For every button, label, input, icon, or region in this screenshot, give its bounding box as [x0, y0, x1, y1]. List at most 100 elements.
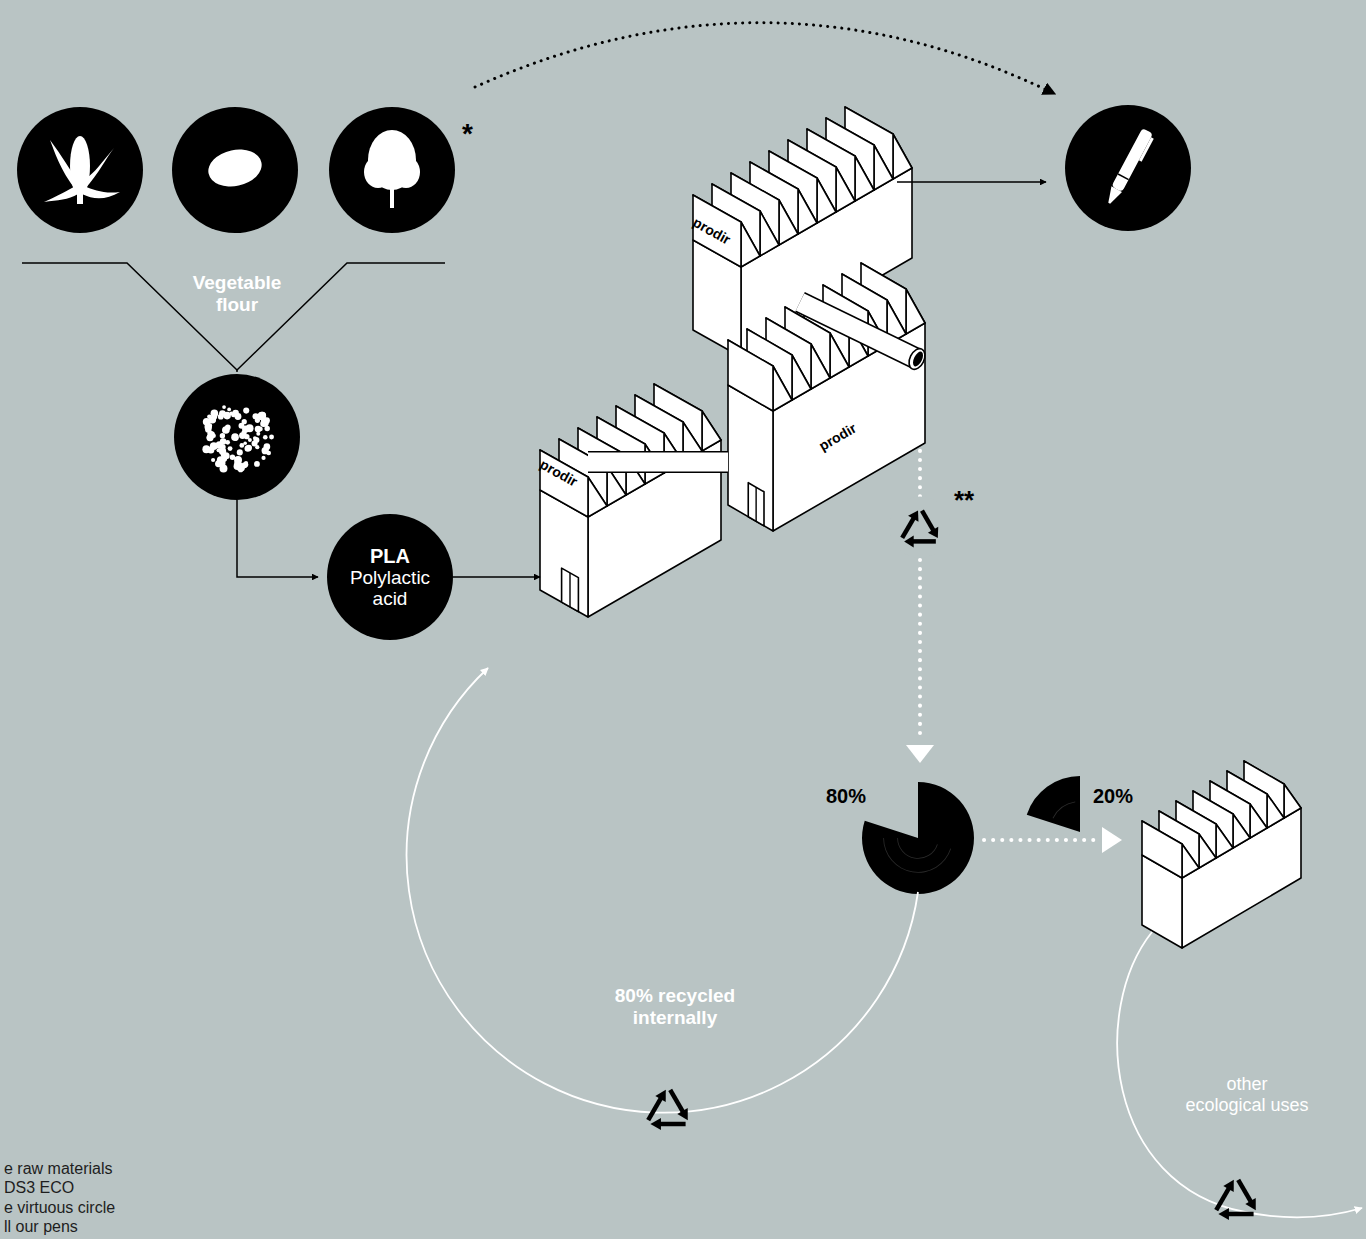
recycle-arrow — [911, 539, 936, 544]
factory-face — [741, 222, 760, 267]
recycle-symbol — [648, 1090, 688, 1130]
factory-face — [906, 289, 925, 334]
factory-name: prodir — [537, 456, 580, 490]
factory-label-area: prodir — [540, 440, 588, 617]
arrow-head — [906, 745, 934, 763]
factory-face — [830, 333, 849, 378]
bracket-line — [236, 370, 238, 372]
factory-face — [773, 366, 792, 411]
recycle-head — [677, 1108, 687, 1120]
factory-face — [588, 477, 607, 517]
bracket-line — [22, 263, 445, 370]
recycle-arrow — [648, 1097, 662, 1121]
pie-ring — [883, 838, 951, 873]
granules — [202, 405, 274, 472]
factory-face — [1142, 821, 1182, 878]
recycle-arrow — [658, 1122, 685, 1127]
dotted-arrow — [475, 23, 1055, 94]
text-label: other ecological uses — [1185, 1074, 1309, 1115]
source-circle — [329, 107, 455, 233]
text-label: * — [462, 118, 492, 150]
recycle-head — [904, 535, 914, 547]
recycle-head — [928, 527, 938, 538]
corn-icon — [44, 136, 120, 204]
node-body: Polylactic acid — [340, 567, 440, 610]
factory-face — [811, 344, 830, 389]
factory-face — [760, 211, 779, 256]
flow-line — [897, 181, 1046, 183]
tree-icon — [364, 130, 420, 208]
recycle-arrow — [902, 517, 914, 538]
recycle-head — [1218, 1208, 1229, 1220]
text-label: ** — [954, 486, 998, 516]
text-label: ll our pens — [4, 1218, 184, 1236]
recycle-loop — [407, 668, 918, 1113]
factory-name: prodir — [690, 214, 733, 248]
pie-20 — [1027, 776, 1080, 832]
factory-face — [1182, 844, 1199, 878]
text-label: DS3 ECO — [4, 1179, 184, 1197]
factory-face — [798, 189, 817, 234]
factory-face — [792, 355, 811, 400]
factory-building — [540, 384, 721, 617]
factory-building — [728, 263, 925, 531]
factory-face — [893, 134, 912, 179]
factory-label-area: prodir — [693, 198, 741, 280]
recycle-head — [1245, 1198, 1255, 1210]
pipe-connector — [588, 462, 728, 463]
potato-icon — [205, 145, 265, 191]
flow-line — [237, 500, 318, 577]
door-line — [755, 487, 756, 521]
pen-icon — [1104, 128, 1156, 207]
factory-face — [779, 200, 798, 245]
pie-ring — [897, 838, 938, 859]
factory-face — [702, 411, 721, 451]
factory-name: prodir — [816, 420, 859, 454]
factory-building — [1142, 761, 1301, 948]
text-label: Vegetable flour — [182, 272, 292, 316]
recycle-symbol — [889, 496, 950, 557]
text-label: 80% — [826, 785, 878, 808]
granule-circle — [174, 374, 300, 500]
pipe-outline — [588, 451, 728, 473]
pipe — [800, 302, 928, 372]
recycle-head — [908, 511, 918, 522]
factory-face — [836, 167, 855, 212]
recycle-head — [650, 1118, 661, 1130]
factory-face — [728, 340, 773, 411]
recycle-symbol — [1216, 1180, 1256, 1220]
pie-80 — [862, 782, 974, 894]
source-circle — [17, 107, 143, 233]
factory-face — [1216, 824, 1233, 858]
pie-ring — [1053, 802, 1076, 819]
source-circle — [172, 107, 298, 233]
material-circle: PLAPolylactic acid — [327, 514, 453, 640]
recycle-arrow — [1216, 1187, 1230, 1211]
factory-label-area: prodir — [728, 340, 928, 531]
node-heading: PLA — [340, 545, 440, 567]
recycle-head — [655, 1090, 665, 1102]
dotted-flow — [918, 378, 922, 740]
dotted-flow — [984, 838, 1098, 842]
recycle-arrow — [922, 511, 934, 532]
factory-door — [748, 483, 764, 526]
factory-door — [562, 568, 579, 611]
arrow-line — [453, 576, 540, 578]
recycle-arrow — [670, 1090, 684, 1114]
factory-face — [1284, 784, 1301, 818]
factory-face — [1233, 814, 1250, 848]
text-label: e raw materials — [4, 1160, 184, 1178]
factory-face — [855, 156, 874, 201]
text-label: e virtuous circle — [4, 1199, 184, 1217]
recycle-arrow — [1238, 1180, 1252, 1204]
arrow-head — [1102, 827, 1122, 853]
factory-face — [1199, 834, 1216, 868]
text-label: 20% — [1093, 785, 1149, 808]
symbol-patch — [889, 496, 950, 557]
recycle-head — [1223, 1180, 1233, 1192]
pipe-body — [588, 453, 728, 472]
factory-face — [1267, 794, 1284, 828]
